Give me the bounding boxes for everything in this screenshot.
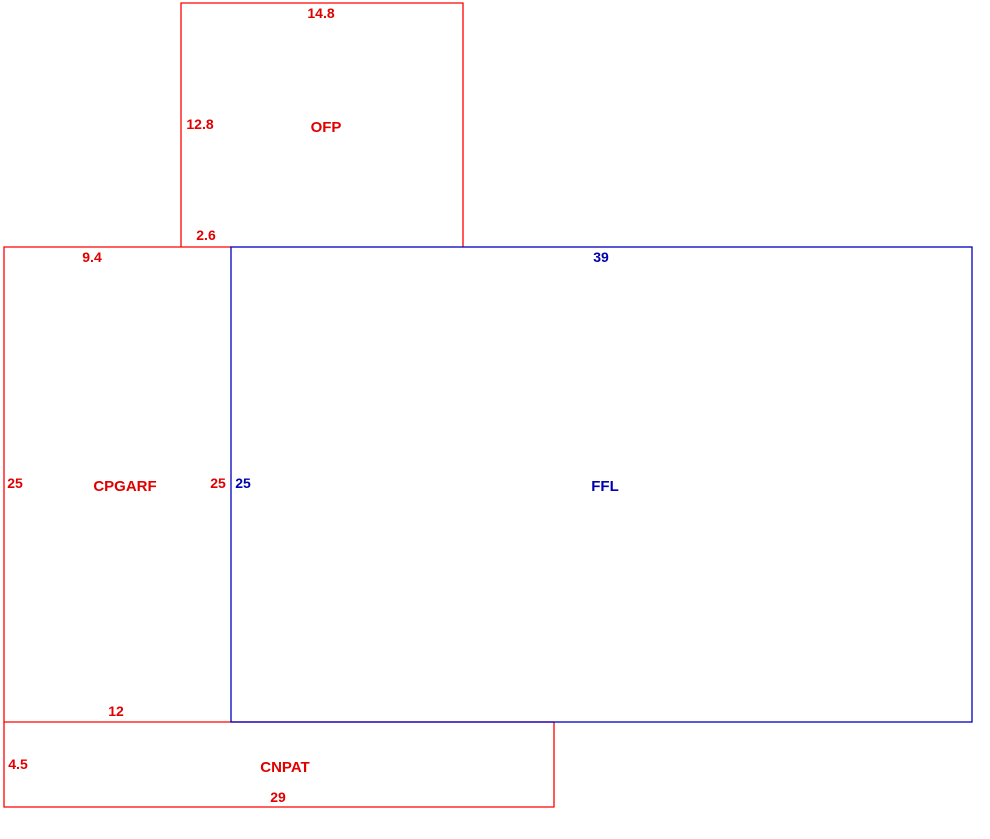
cpgarf-dim-bottom: 12 (108, 703, 124, 719)
ffl-dim-left: 25 (235, 475, 251, 491)
cnpat-dim-bottom: 29 (270, 789, 286, 805)
ofp-label: OFP (311, 119, 342, 136)
area-ffl: 39 25 FFL (230, 246, 973, 723)
cpgarf-dim-top: 9.4 (82, 249, 102, 265)
area-ofp: 14.8 12.8 2.6 OFP (180, 2, 464, 247)
ofp-dim-top: 14.8 (307, 5, 334, 21)
ffl-dim-top: 39 (593, 249, 609, 265)
area-cpgarf: 9.4 25 25 12 CPGARF (3, 246, 231, 723)
ofp-dim-left: 12.8 (186, 116, 213, 132)
cnpat-dim-left: 4.5 (8, 756, 28, 772)
area-cnpat: 4.5 29 CNPAT (3, 721, 555, 808)
cpgarf-label: CPGARF (93, 478, 156, 495)
ffl-outline (230, 246, 973, 723)
ffl-label: FFL (591, 478, 619, 495)
ofp-outline (180, 2, 464, 247)
cpgarf-dim-left: 25 (7, 475, 23, 491)
cnpat-label: CNPAT (260, 759, 309, 776)
cpgarf-outline (3, 246, 231, 723)
cpgarf-dim-right: 25 (210, 475, 226, 491)
cnpat-outline (3, 722, 555, 808)
ofp-dim-bottom: 2.6 (196, 227, 216, 243)
